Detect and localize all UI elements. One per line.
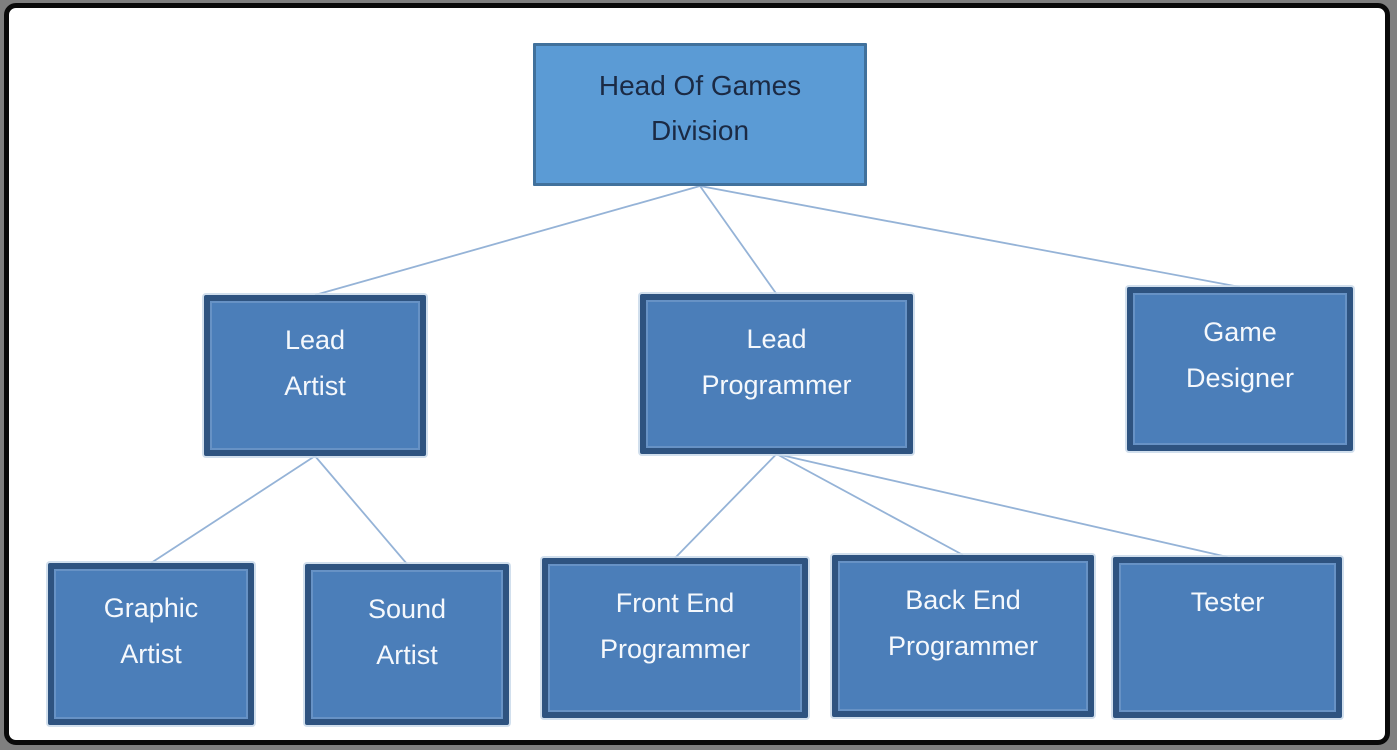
connector-line — [699, 185, 1241, 288]
node-label-line: Head Of Games — [598, 70, 802, 101]
node-label-line: Graphic — [103, 593, 199, 623]
org-node-front-end-programmer: Front End Programmer — [542, 558, 808, 718]
node-label-line: Lead — [284, 325, 346, 355]
connector-line — [699, 185, 778, 295]
node-label-line: Artist — [120, 639, 182, 669]
connector-line — [776, 453, 1228, 558]
org-node-graphic-artist: Graphic Artist — [48, 563, 254, 725]
node-label-line: Artist — [284, 371, 346, 401]
node-label-line: Programmer — [701, 370, 852, 400]
org-node-head-of-games-division: Head Of Games Division — [533, 43, 867, 186]
node-label-line: Lead — [746, 324, 807, 354]
node-label-line: Sound — [367, 594, 447, 624]
node-label-line: Programmer — [887, 631, 1039, 661]
node-label-line: Designer — [1185, 363, 1295, 393]
node-label-line: Back End — [905, 585, 1021, 615]
node-label-line: Front End — [615, 588, 735, 618]
node-label-line: Game — [1203, 317, 1277, 347]
connector-line — [674, 453, 778, 559]
connector-line — [776, 453, 964, 556]
org-node-tester: Tester — [1113, 557, 1342, 718]
node-label-line: Division — [650, 115, 750, 146]
org-node-back-end-programmer: Back End Programmer — [832, 555, 1094, 717]
org-node-sound-artist: Sound Artist — [305, 564, 509, 725]
connector-line — [314, 185, 701, 296]
node-label-line: Programmer — [599, 634, 751, 664]
org-node-game-designer: Game Designer — [1127, 287, 1353, 451]
node-label-line: Artist — [376, 640, 438, 670]
org-node-lead-programmer: Lead Programmer — [640, 294, 913, 454]
connector-line — [314, 455, 408, 565]
node-label-line: Tester — [1190, 587, 1265, 617]
connector-line — [150, 455, 316, 564]
org-node-lead-artist: Lead Artist — [204, 295, 426, 456]
